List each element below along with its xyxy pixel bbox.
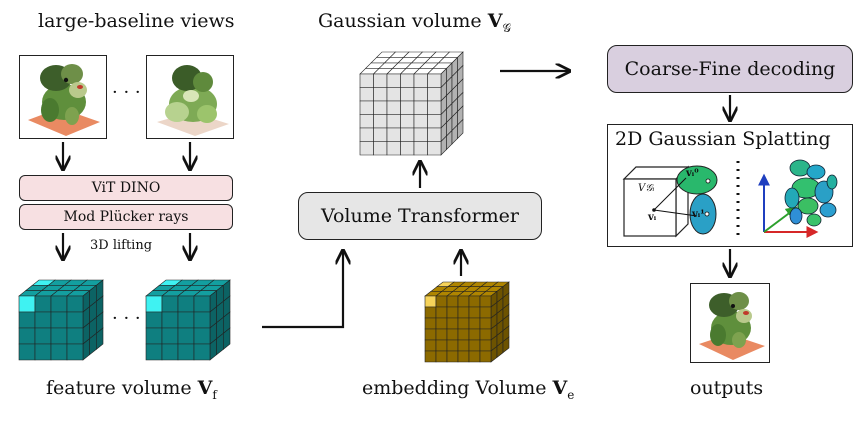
plucker-label: Mod Plücker rays [63, 209, 189, 225]
vi0-label: vᵢ⁰ [686, 168, 699, 179]
gaussian-volume-cube [359, 51, 464, 156]
cube-label: V𝒢ᵢ [638, 183, 655, 194]
arrow-feature-to-transformer [262, 252, 343, 329]
vi1-label: vᵢ¹ [692, 209, 705, 220]
gaussian-volume-title: Gaussian volume V𝒢 [318, 10, 511, 36]
feature-volume-sub: f [212, 387, 217, 402]
splat-inset [622, 159, 838, 238]
gaussian-ellipse-top [676, 165, 718, 195]
embedding-volume-cube [424, 281, 510, 363]
feature-volume-symbol: V [197, 377, 213, 399]
coarse-fine-box: Coarse-Fine decoding [607, 45, 853, 93]
output-view [690, 283, 770, 363]
feature-volume-title: feature volume Vf [46, 377, 217, 402]
splatting-title: 2D Gaussian Splatting [615, 128, 831, 150]
feature-volume-cube-2 [145, 279, 231, 361]
embedding-volume-symbol: V [552, 377, 568, 399]
dog-image-1 [28, 64, 100, 136]
gaussian-ellipse-bottom [689, 193, 717, 235]
plucker-box: Mod Plücker rays [19, 204, 233, 230]
outputs-title: outputs [690, 377, 764, 399]
lifting-label: 3D lifting [90, 238, 153, 253]
feature-volume-label: feature volume [46, 377, 192, 399]
gaussian-volume-sub: 𝒢 [502, 20, 512, 35]
views-title: large-baseline views [38, 10, 235, 32]
embedding-volume-title: embedding Volume Ve [362, 377, 574, 402]
vit-dino-box: ViT DINO [19, 175, 233, 201]
feature-ellipsis: · · · [112, 308, 141, 329]
input-view-1 [19, 55, 107, 139]
volume-transformer-box: Volume Transformer [298, 192, 542, 240]
gaussian-volume-symbol: V [487, 10, 503, 32]
embedding-volume-label: embedding Volume [362, 377, 547, 399]
views-ellipsis: · · · [112, 82, 141, 103]
input-view-2 [146, 55, 234, 139]
splat-dog-icon [784, 159, 838, 227]
embedding-volume-sub: e [567, 387, 575, 402]
dog-image-2 [157, 65, 229, 136]
coarse-fine-label: Coarse-Fine decoding [624, 58, 836, 80]
volume-transformer-label: Volume Transformer [321, 205, 519, 227]
dog-output-image [699, 292, 765, 360]
vi-label: vᵢ [648, 212, 657, 223]
vit-dino-label: ViT DINO [91, 180, 161, 196]
gaussian-volume-label: Gaussian volume [318, 10, 482, 32]
feature-volume-cube-1 [18, 279, 104, 361]
